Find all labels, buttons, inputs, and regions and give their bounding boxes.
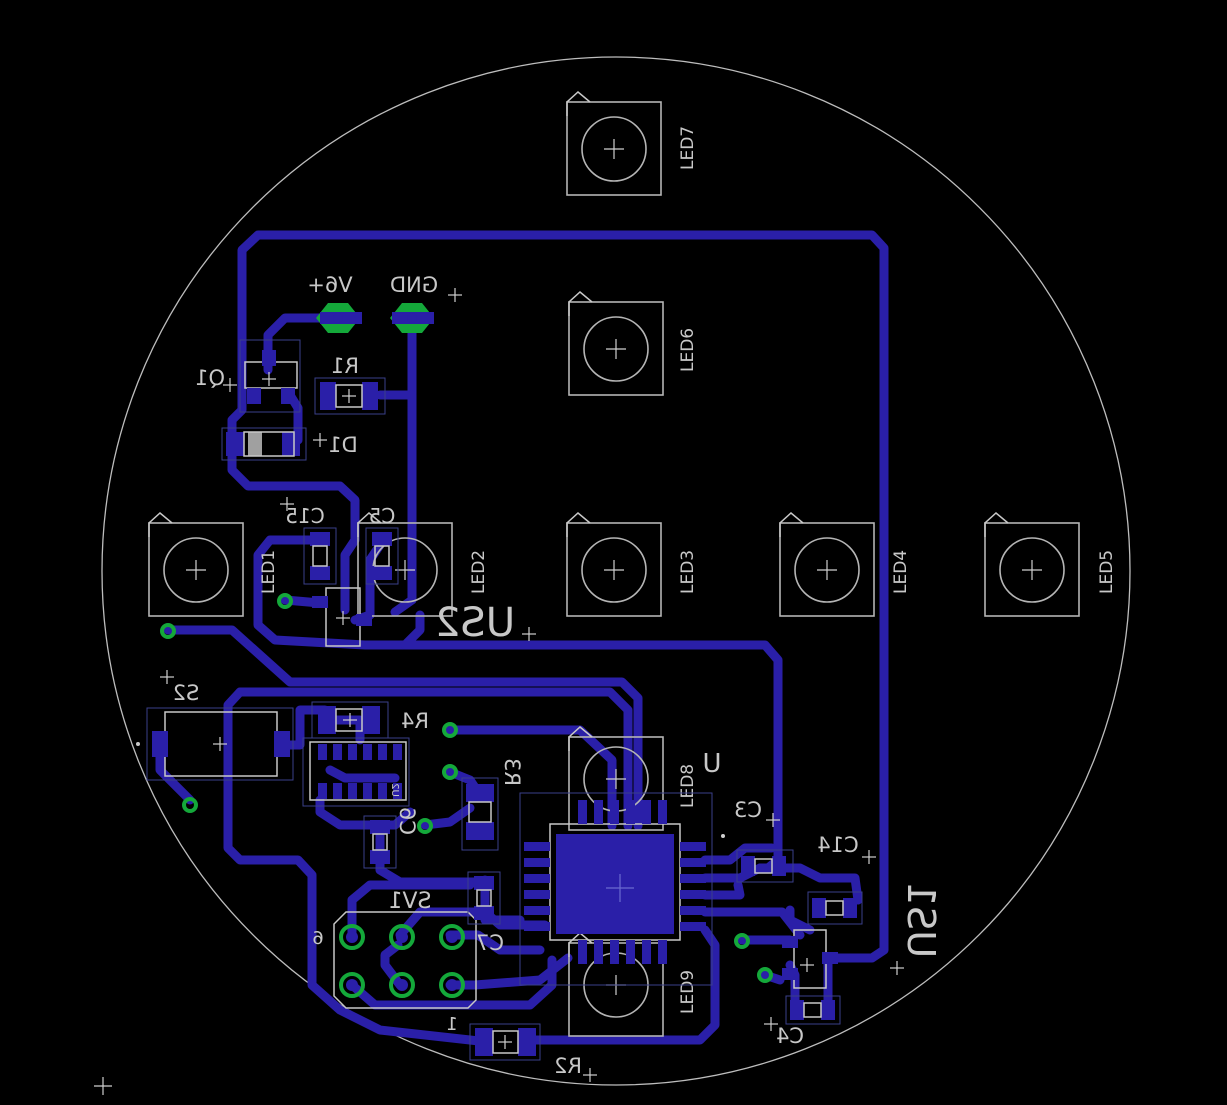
r3: R3 <box>461 758 524 851</box>
led1: LED1 <box>148 512 279 617</box>
via <box>442 764 458 780</box>
r1: R1 <box>314 354 386 415</box>
trace-sv1-a <box>347 880 475 940</box>
via <box>734 933 750 949</box>
led3: LED3 <box>566 512 698 617</box>
c4: C4 <box>764 995 841 1048</box>
c6-label: C6 <box>395 807 419 835</box>
s2-label: S2 <box>173 681 200 705</box>
trace-c15 <box>253 535 425 650</box>
u2-label: U2 <box>389 783 400 797</box>
trace-q1-loop <box>227 367 360 615</box>
c14-label: C14 <box>817 833 858 857</box>
led6: LED6 <box>568 291 698 396</box>
led4-label: LED4 <box>891 550 911 594</box>
trace-sv1-e <box>380 940 405 990</box>
trace-c4-loop <box>785 905 815 935</box>
trace-r4-top <box>235 687 633 831</box>
gnd-label: GND <box>390 273 438 297</box>
c6: C6 <box>363 807 419 869</box>
led5-label: LED5 <box>1097 550 1117 594</box>
trace-s2-top <box>163 625 643 831</box>
trace-sv1-d <box>347 955 557 1010</box>
us2-label: US2 <box>435 600 515 646</box>
c4-label: C4 <box>776 1024 804 1048</box>
via <box>442 722 458 738</box>
led6-label: LED6 <box>678 328 698 372</box>
s2: S2 <box>136 670 294 781</box>
led5: LED5 <box>984 512 1117 617</box>
c15-label: C15 <box>285 504 324 528</box>
led2: LED2 <box>357 512 489 617</box>
us2: US2 <box>312 587 536 647</box>
origin-marker <box>94 1077 112 1095</box>
sv1-label: SV1 <box>388 889 431 914</box>
led7: LED7 <box>566 91 698 196</box>
via <box>160 623 176 639</box>
led3-label: LED3 <box>678 550 698 594</box>
c15: C15 <box>280 497 337 585</box>
power-connector-gnd: GND <box>390 273 462 333</box>
via <box>757 967 773 983</box>
led4: LED4 <box>779 512 911 617</box>
led7-label: LED7 <box>678 126 698 170</box>
u-label: U <box>702 749 721 779</box>
led1-label: LED1 <box>259 550 279 594</box>
power-connector-vplus: V6+ <box>307 273 362 333</box>
trace-c14 <box>755 863 863 905</box>
c5: C5 <box>365 504 399 585</box>
d1: D1 <box>221 427 358 461</box>
u2: U2 <box>302 737 410 807</box>
sv1-pin6-label: 6 <box>312 928 323 949</box>
via <box>182 797 198 813</box>
trace-u2-inner <box>325 765 400 783</box>
trace-u2-loop <box>325 715 365 745</box>
r2-label: R2 <box>554 1054 582 1078</box>
led9-label: LED9 <box>678 970 698 1014</box>
trace-u2-bottom <box>315 795 415 830</box>
r4-label: R4 <box>401 709 429 733</box>
r3-label: R3 <box>500 758 524 786</box>
board-outline <box>101 56 1131 1086</box>
trace-c6-down <box>375 825 480 887</box>
vplus-label: V6+ <box>307 273 352 297</box>
main-ic-u: U <box>519 749 725 986</box>
us1: US1 <box>782 882 943 989</box>
c5-label: C5 <box>369 504 396 528</box>
r1-label: R1 <box>331 354 359 378</box>
trace-outer-loop <box>237 230 889 963</box>
c3-label: C3 <box>734 798 762 822</box>
sv1-pin1-label: 1 <box>446 1014 457 1035</box>
c7-label: C7 <box>476 931 504 955</box>
q1-label: Q1 <box>195 366 225 390</box>
trace-chip-right-4 <box>700 907 805 940</box>
sv1-header: SV1 6 1 <box>312 889 477 1035</box>
c7: C7 <box>467 871 504 955</box>
r2: R2 <box>469 1023 597 1082</box>
trace-gnd-down <box>390 390 417 617</box>
led8-label: LED8 <box>678 764 698 808</box>
via <box>277 593 293 609</box>
vias <box>160 593 773 983</box>
c14: C14 <box>807 833 876 925</box>
q1: Q1 <box>195 339 301 413</box>
sv1-pins <box>339 924 465 998</box>
via <box>417 818 433 834</box>
us1-label: US1 <box>899 882 943 958</box>
d1-label: D1 <box>328 433 358 457</box>
led2-label: LED2 <box>469 550 489 594</box>
trace-c6-via <box>420 803 475 830</box>
c3: C3 <box>734 798 794 883</box>
r4: R4 <box>311 701 429 739</box>
trace-chip-right-3 <box>700 880 745 900</box>
